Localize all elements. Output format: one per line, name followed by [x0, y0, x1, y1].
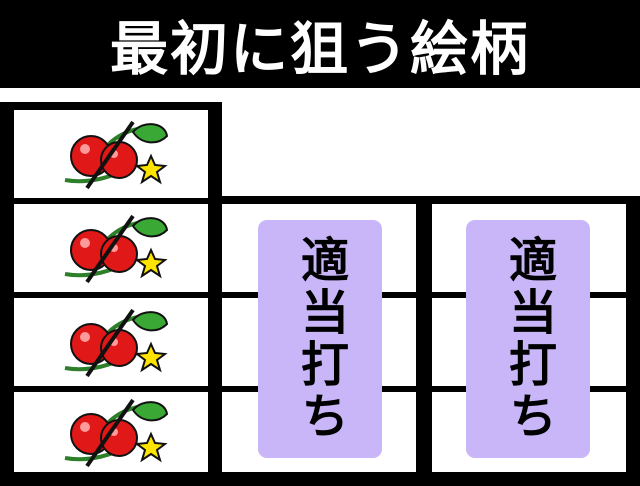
right-reel-instruction-text: 適当打ち [500, 235, 556, 443]
center-reel-instruction-text: 適当打ち [292, 235, 348, 443]
left-reel-cell-2 [14, 204, 208, 292]
slash-mark [85, 120, 135, 190]
slash-mark [85, 308, 135, 378]
slash-mark [85, 398, 135, 468]
page-title: 最初に狙う絵柄 [109, 15, 530, 83]
cherry-icon [64, 214, 169, 284]
cherry-icon [64, 308, 169, 378]
left-reel-cell-3 [14, 298, 208, 386]
right-reel: 適当打ち [418, 196, 640, 486]
center-reel: 適当打ち [208, 196, 430, 486]
left-reel-cell-4 [14, 392, 208, 472]
cherry-icon [64, 120, 169, 190]
title-bar: 最初に狙う絵柄 [0, 0, 640, 88]
left-reel [0, 102, 222, 486]
center-reel-instruction: 適当打ち [258, 220, 382, 458]
cherry-icon [64, 398, 169, 468]
left-reel-cell-1 [14, 110, 208, 198]
slash-mark [85, 214, 135, 284]
right-reel-instruction: 適当打ち [466, 220, 590, 458]
